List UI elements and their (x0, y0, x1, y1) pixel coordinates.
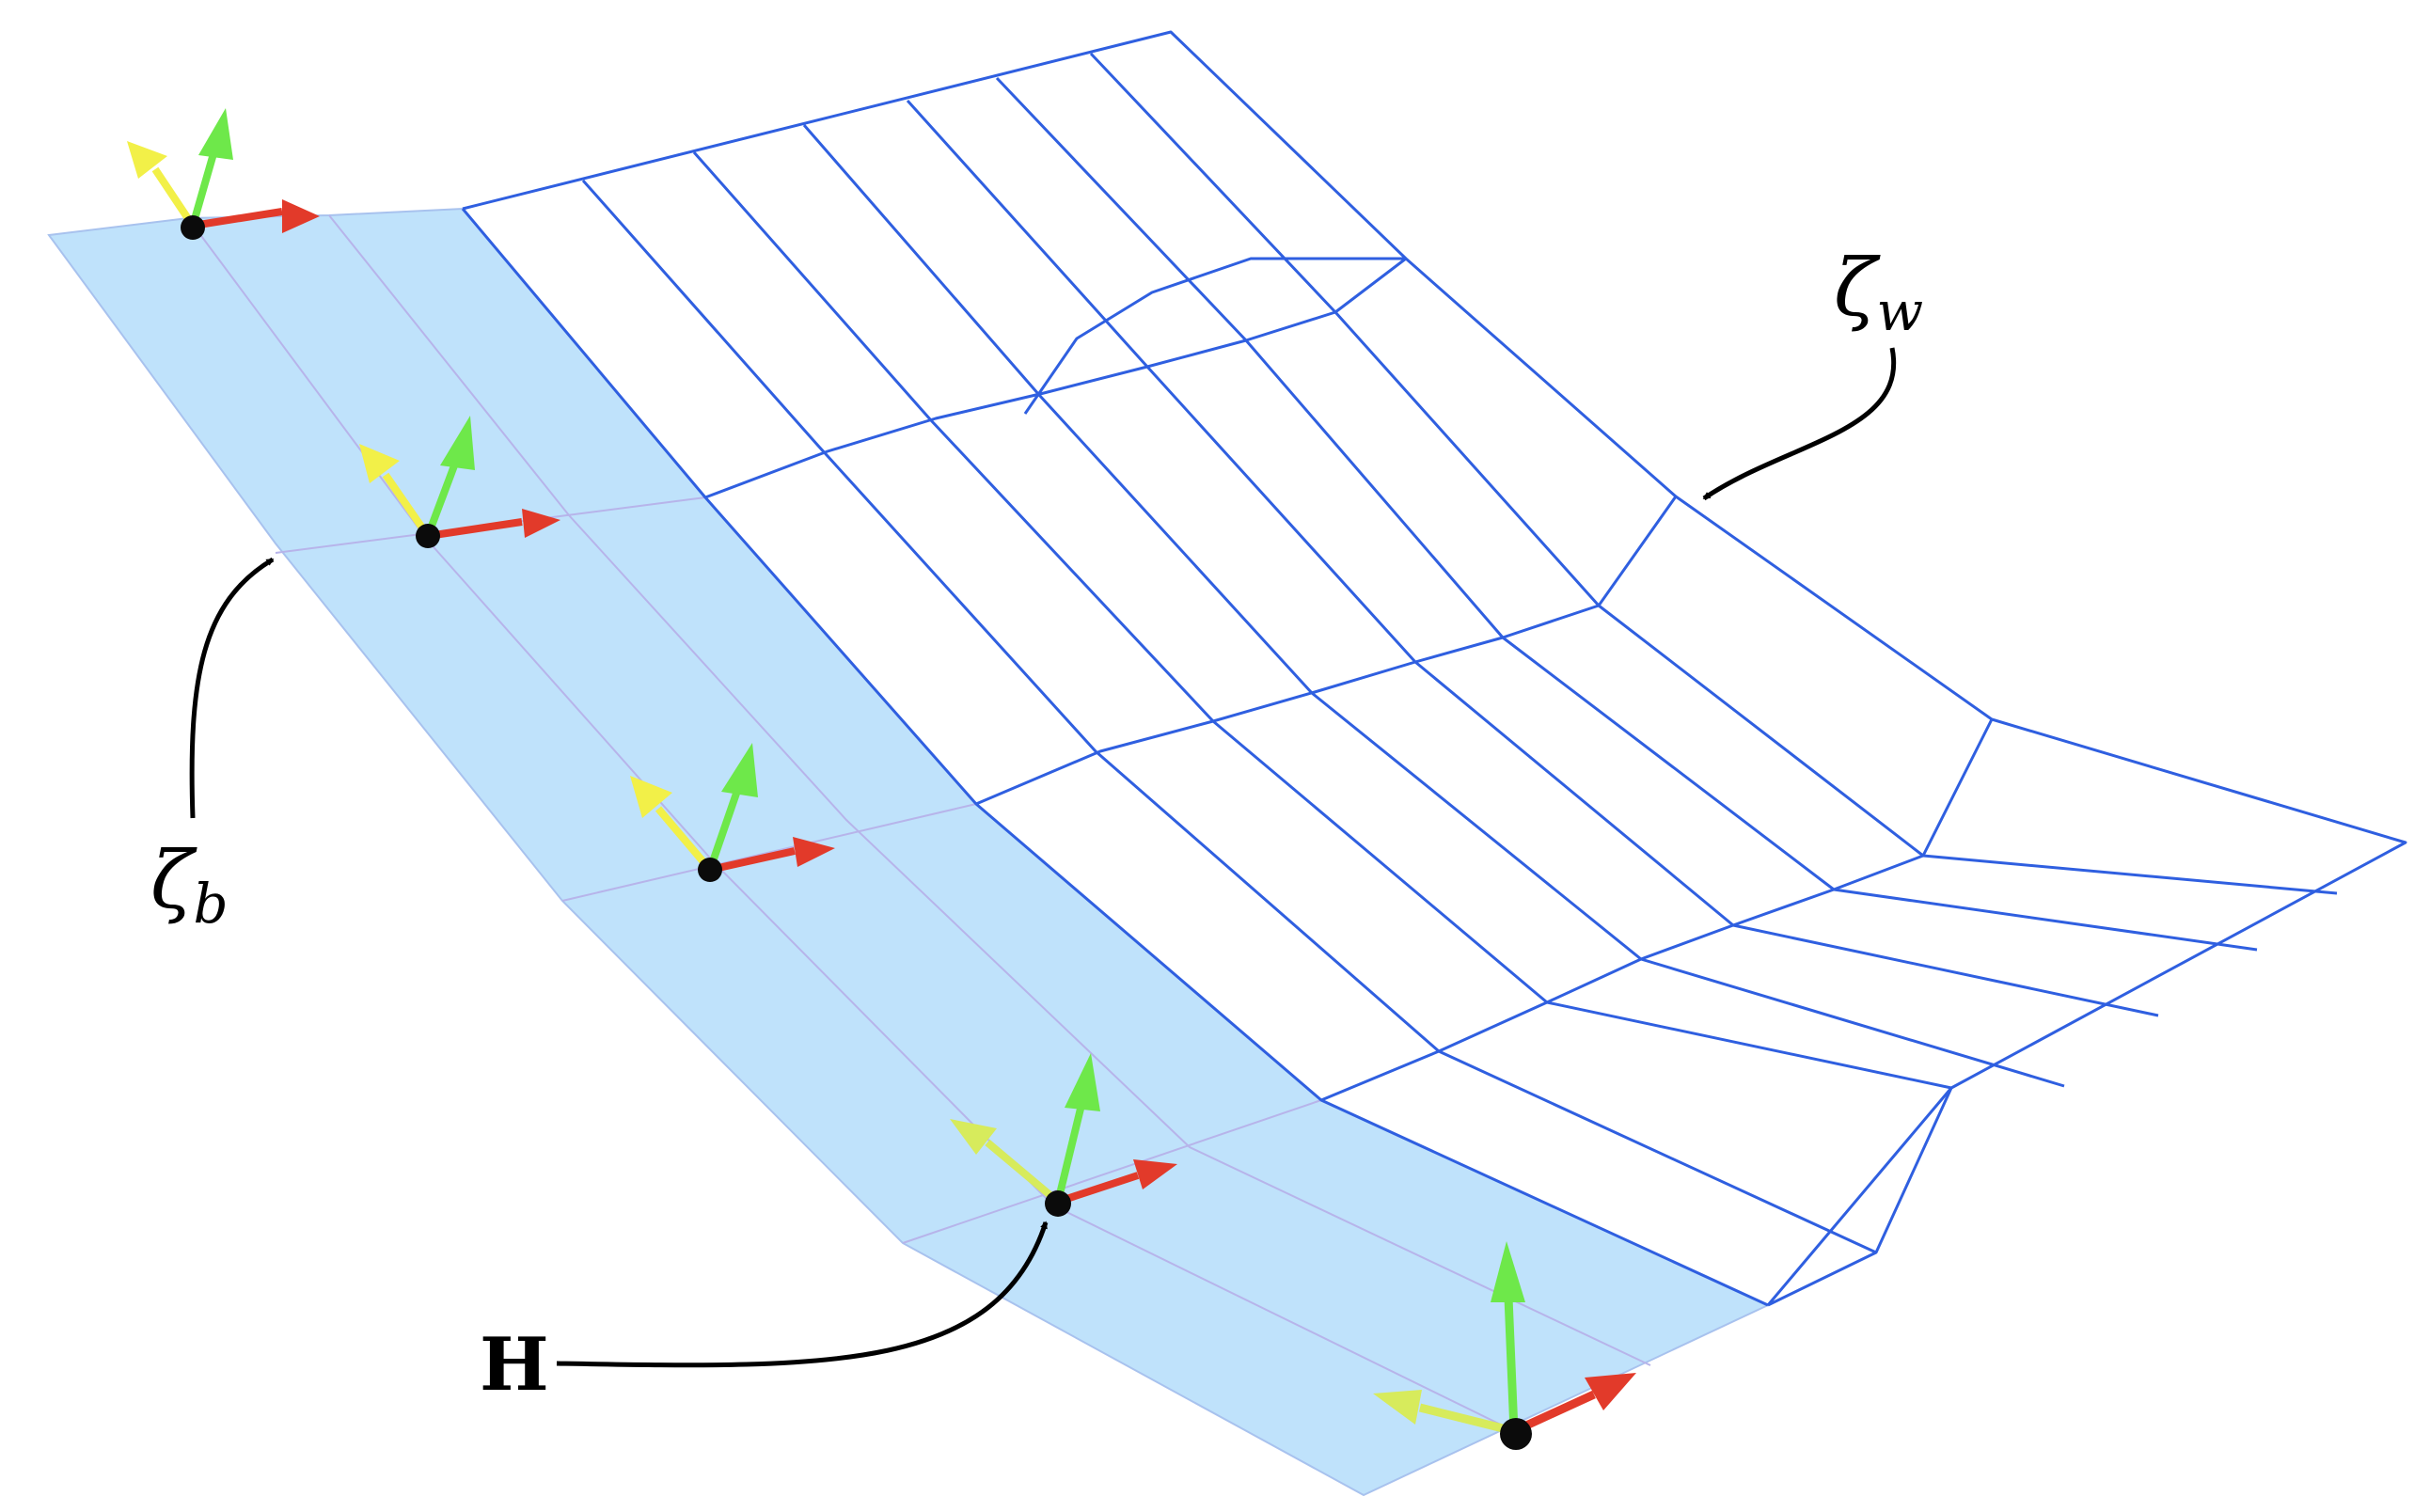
green-axis-arrow-icon (1491, 1241, 1525, 1302)
coordinate-frames (127, 108, 1636, 1450)
frame-5 (1373, 1241, 1636, 1450)
green-axis-arrow-icon (440, 416, 475, 470)
frame-2 (359, 416, 560, 548)
red-axis-arrow-icon (1585, 1373, 1636, 1410)
mesh-grid (461, 30, 2407, 1307)
frame-origin-node-icon (416, 524, 440, 548)
yellow-axis-arrow-icon (1373, 1390, 1422, 1425)
frame-origin-node-icon (698, 858, 722, 882)
green-axis-arrow-icon (1065, 1053, 1100, 1111)
frame-3 (630, 743, 835, 882)
leader-arrows (189, 347, 1897, 1368)
red-axis-arrow-icon (282, 199, 320, 233)
frame-1 (127, 108, 320, 240)
red-axis-arrow-icon (522, 509, 560, 538)
zeta-b-label: ζb (150, 834, 229, 936)
h-label: H (480, 1322, 549, 1408)
yellow-axis-arrow-icon (127, 141, 167, 179)
h-leader (556, 1221, 1049, 1368)
yellow-axis-arrow-icon (630, 776, 672, 818)
frame-origin-node-icon (1500, 1418, 1532, 1450)
zeta-w-leader (1702, 347, 1897, 501)
frame-origin-node-icon (181, 215, 205, 240)
frame-4 (950, 1053, 1177, 1217)
yellow-axis-arrow-icon (950, 1119, 997, 1155)
labels: ζw ζb H (150, 242, 1923, 1408)
green-axis-arrow-icon (721, 743, 758, 797)
green-axis-arrow-icon (198, 108, 233, 160)
yellow-axis-arrow-icon (359, 444, 400, 483)
frame-origin-node-icon (1045, 1190, 1071, 1217)
red-axis-arrow-icon (793, 837, 835, 867)
red-axis-arrow-icon (1133, 1159, 1177, 1189)
zeta-b-leader (189, 557, 275, 819)
zeta-w-label: ζw (1834, 242, 1923, 343)
